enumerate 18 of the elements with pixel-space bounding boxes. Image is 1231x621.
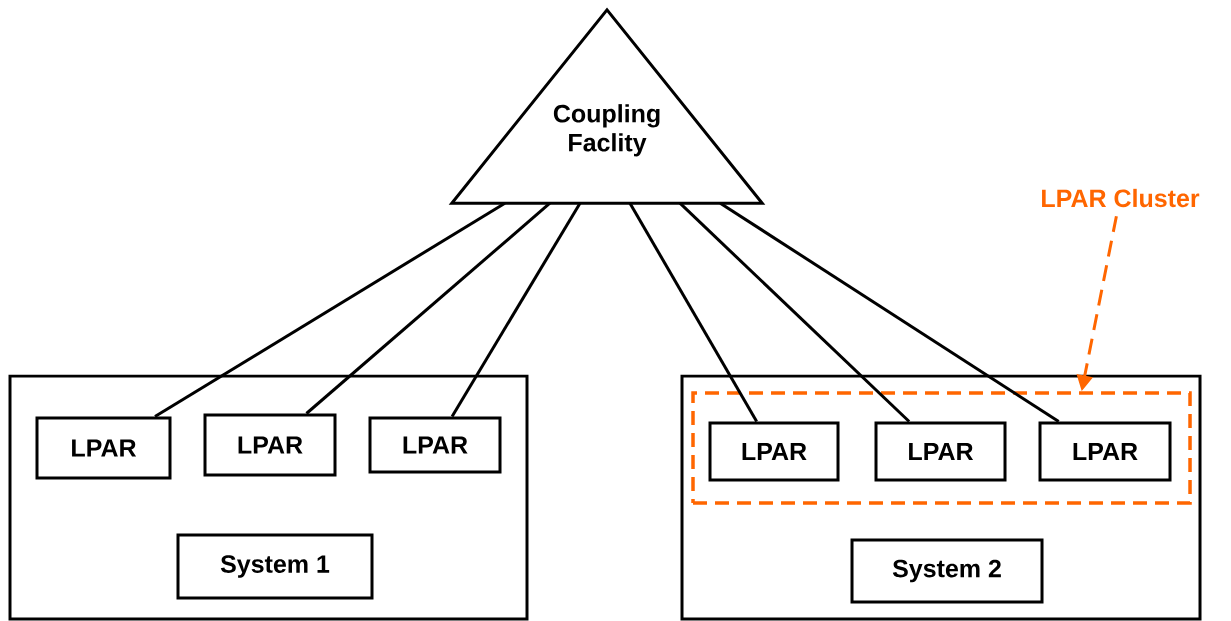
system-frame — [8, 374, 529, 621]
lpar-box: LPAR — [203, 413, 337, 477]
lpar-box: LPAR — [874, 421, 1007, 482]
lpar-box: LPAR — [368, 416, 502, 474]
lpar-box: LPAR — [1038, 421, 1172, 482]
connector-line — [154, 201, 506, 418]
callout-label: LPAR Cluster — [1042, 188, 1200, 208]
connector-line — [628, 202, 758, 423]
connector-line — [678, 202, 911, 423]
connector-line — [305, 202, 551, 415]
connector-line — [719, 201, 1060, 423]
system-frame — [680, 374, 1202, 621]
system-box: System 2 — [850, 538, 1044, 604]
connector-line — [450, 202, 582, 418]
lpar-box: LPAR — [35, 416, 172, 480]
system-box: System 1 — [176, 533, 374, 600]
lpar-box: LPAR — [708, 421, 840, 482]
cluster-box — [691, 391, 1192, 505]
